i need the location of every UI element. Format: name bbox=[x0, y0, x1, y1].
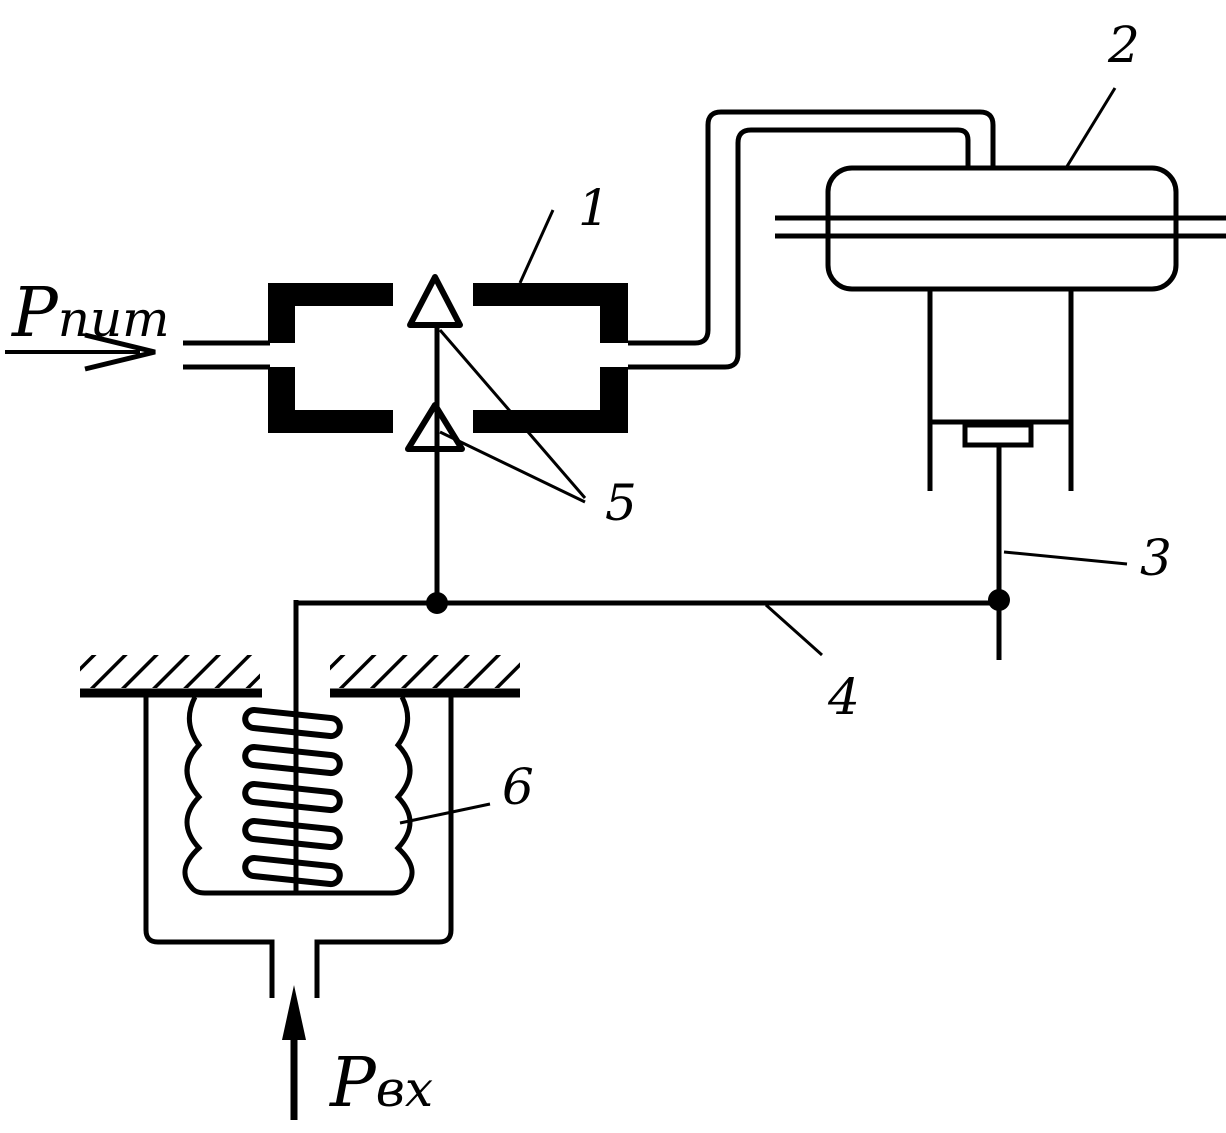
input-pressure-subscript: вх bbox=[375, 1060, 434, 1118]
input-pressure-symbol: P bbox=[330, 1044, 376, 1123]
bellows-housing bbox=[143, 693, 454, 998]
label-stem-3: 3 bbox=[1140, 529, 1172, 587]
actuator-yoke bbox=[927, 289, 1074, 660]
input-pressure-label: Pвх bbox=[330, 1050, 433, 1118]
label-actuator-2: 2 bbox=[1108, 16, 1140, 74]
label-bellows-6: 6 bbox=[502, 758, 534, 816]
output-pipe bbox=[628, 109, 996, 370]
input-arrow bbox=[282, 985, 306, 1120]
supply-pressure-symbol: P bbox=[12, 274, 58, 353]
label-relay-1: 1 bbox=[578, 179, 610, 237]
actuator-head bbox=[775, 165, 1226, 292]
spring bbox=[242, 707, 343, 888]
supply-arrow bbox=[5, 332, 156, 372]
leader-lines bbox=[399, 87, 1128, 825]
fixed-support bbox=[80, 655, 520, 698]
supply-pipe bbox=[183, 340, 270, 370]
supply-pressure-subscript: пит bbox=[57, 290, 170, 348]
label-valve-5: 5 bbox=[605, 474, 637, 532]
supply-pressure-label: Pпит bbox=[12, 280, 170, 348]
label-lever-4: 4 bbox=[828, 668, 860, 726]
relay-body bbox=[268, 283, 628, 433]
